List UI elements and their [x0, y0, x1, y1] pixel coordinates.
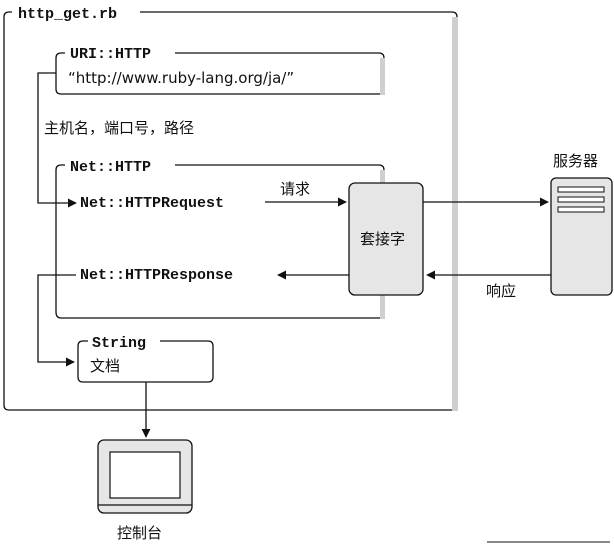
http-get-rb-title: http_get.rb	[18, 6, 117, 23]
response-arrow-label: 响应	[486, 282, 516, 300]
uri-to-request-connector	[37, 72, 77, 208]
request-arrow-label: 请求	[280, 180, 310, 198]
string-box: String 文档	[77, 335, 214, 383]
socket-label: 套接字	[360, 230, 405, 248]
string-value: 文档	[90, 357, 120, 375]
http-get-rb-box: http_get.rb	[3, 6, 458, 411]
response-to-string-connector	[37, 274, 76, 367]
net-http-title: Net::HTTP	[70, 159, 151, 176]
uri-http-title: URI::HTTP	[70, 46, 151, 63]
uri-http-box: URI::HTTP “http://www.ruby-lang.org/ja/”	[55, 46, 385, 95]
string-title: String	[92, 335, 146, 352]
net-http-box: Net::HTTP Net::HTTPRequest Net::HTTPResp…	[55, 159, 385, 319]
server-label: 服务器	[553, 152, 598, 170]
net-http-response-label: Net::HTTPResponse	[80, 267, 233, 284]
socket-box: 套接字	[348, 182, 424, 296]
console-monitor-icon	[97, 439, 193, 514]
net-http-request-label: Net::HTTPRequest	[80, 195, 224, 212]
uri-output-label: 主机名，端口号，路径	[44, 119, 194, 137]
console-label: 控制台	[117, 524, 162, 542]
server-icon: 服务器	[550, 152, 613, 296]
uri-http-value: “http://www.ruby-lang.org/ja/”	[68, 69, 294, 87]
